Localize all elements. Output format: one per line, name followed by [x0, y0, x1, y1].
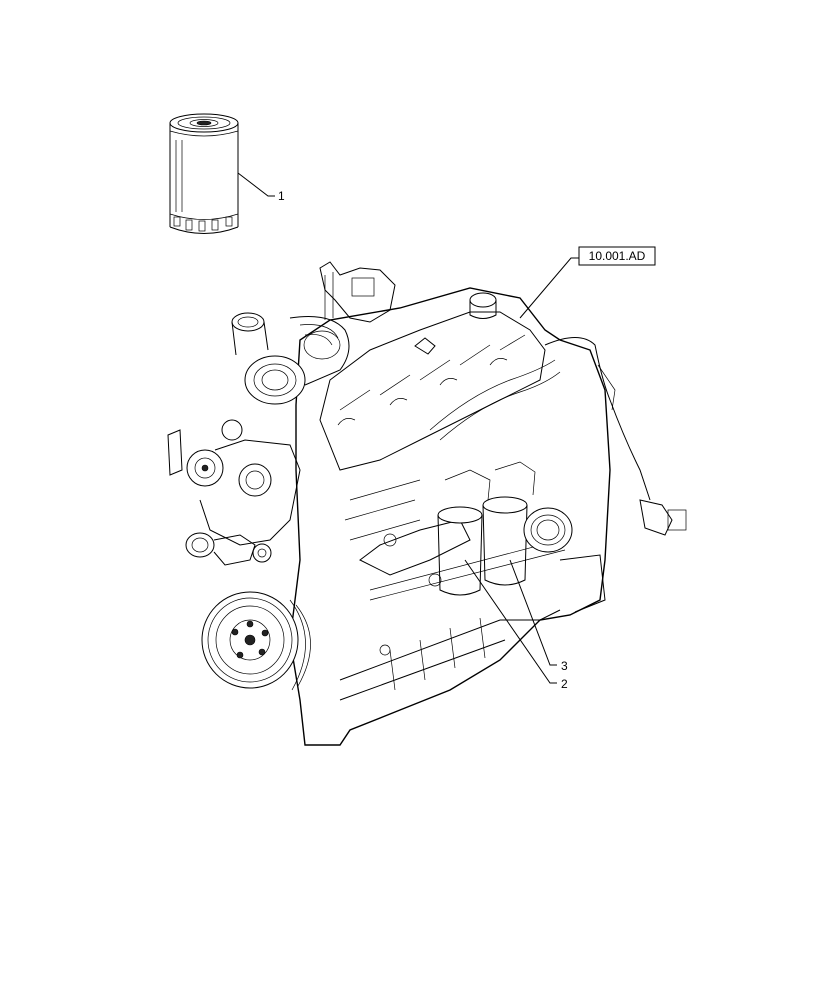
engine-assembly [167, 261, 687, 746]
turbocharger [231, 312, 350, 405]
callout-3-label: 3 [561, 659, 568, 673]
reference-label[interactable]: 10.001.AD [589, 249, 646, 263]
callout-1: 1 [237, 172, 285, 203]
callout-3: 3 [509, 559, 568, 673]
reference-box[interactable]: 10.001.AD [519, 246, 656, 319]
callout-1-label: 1 [278, 189, 285, 203]
fuel-filters [437, 461, 536, 596]
callout-2-label: 2 [561, 677, 568, 691]
callout-2: 2 [464, 559, 568, 691]
oil-filter-part [169, 113, 239, 234]
crankshaft-pulley [201, 591, 311, 691]
